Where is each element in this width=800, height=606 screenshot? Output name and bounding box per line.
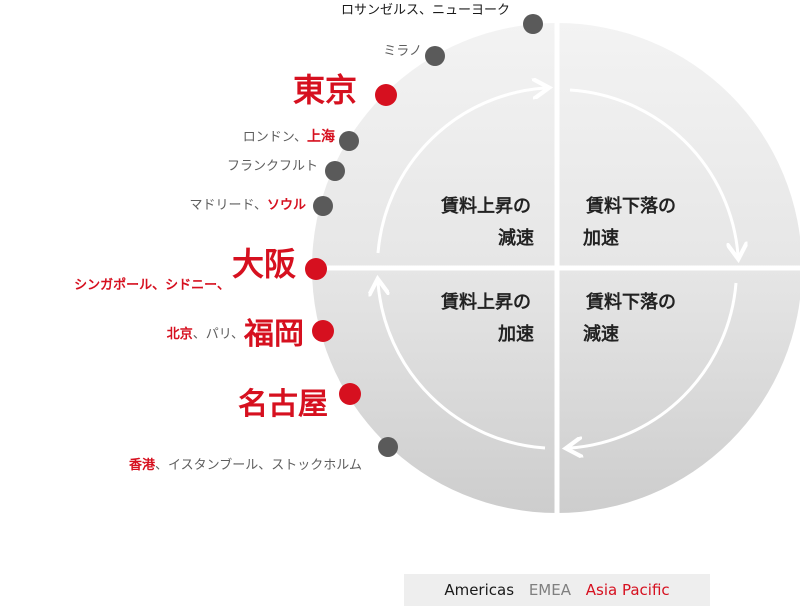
city-marker [325, 161, 345, 181]
arrow-bottom-left [378, 283, 546, 450]
quadrant-label-line: 賃料下落の [586, 196, 676, 217]
city-label: ミラノ [383, 45, 422, 58]
city-label: シンガポール、シドニー、大阪 [74, 248, 296, 294]
city-label: 香港、イスタンブール、ストックホルム [129, 456, 362, 472]
city-label: 北京、パリ、福岡 [166, 314, 304, 350]
legend-asia-pacific: Asia Pacific [585, 581, 670, 599]
quadrant-label-line: 賃料上昇の [441, 196, 531, 217]
city-name: 大阪 [231, 245, 296, 283]
arrow-top-right [569, 88, 738, 255]
city-name: 、イスタンブール、ストックホルム [155, 458, 362, 473]
quadrant-bottom-right: 賃料下落の 減速 [566, 287, 696, 351]
city-name: 上海 [307, 129, 335, 145]
city-label: 東京 [293, 74, 357, 106]
city-marker [425, 46, 445, 66]
city-marker [378, 437, 398, 457]
city-label: マドリード、ソウル [190, 196, 307, 212]
city-name: 香港 [129, 458, 156, 473]
city-label: ロンドン、上海 [243, 130, 335, 144]
city-name: ミラノ [383, 44, 422, 59]
quadrant-top-right: 賃料下落の 加速 [566, 191, 696, 255]
legend-emea: EMEA [528, 581, 571, 599]
city-label: ロサンゼルス、ニューヨーク [341, 4, 510, 17]
quadrant-label-line: 加速 [583, 228, 619, 249]
city-name: ロンドン、 [242, 130, 307, 145]
city-label: 名古屋 [238, 390, 328, 420]
city-name: フランクフルト [226, 159, 318, 174]
quadrant-bottom-left: 賃料上昇の 加速 [421, 287, 551, 351]
legend-americas: Americas [444, 581, 515, 599]
city-marker [523, 14, 543, 34]
city-name: 福岡 [244, 317, 304, 352]
quadrant-label-line: 減速 [498, 228, 534, 249]
city-name: 、パリ、 [192, 327, 244, 342]
city-name: ソウル [266, 198, 306, 213]
quadrant-label-line: 賃料上昇の [441, 292, 531, 313]
city-marker [339, 131, 359, 151]
city-name: 名古屋 [238, 387, 328, 422]
city-marker [339, 383, 361, 405]
quadrant-top-left: 賃料上昇の 減速 [421, 191, 551, 255]
region-legend: Americas EMEA Asia Pacific [404, 574, 710, 606]
city-name: マドリード、 [189, 198, 267, 213]
city-marker [305, 258, 327, 280]
city-name: 東京 [292, 71, 357, 109]
arrow-bottom-right [570, 282, 738, 448]
quadrant-label-line: 減速 [583, 324, 619, 345]
quadrant-label-line: 加速 [498, 324, 534, 345]
city-marker [312, 320, 334, 342]
arrow-top-left [376, 88, 545, 254]
city-marker [375, 84, 397, 106]
city-name: 北京 [166, 327, 193, 342]
city-name: シンガポール、シドニー、 [74, 278, 230, 293]
city-label: フランクフルト [227, 160, 318, 173]
city-name: ロサンゼルス、ニューヨーク [340, 3, 510, 18]
quadrant-label-line: 賃料下落の [586, 292, 676, 313]
city-marker [313, 196, 333, 216]
